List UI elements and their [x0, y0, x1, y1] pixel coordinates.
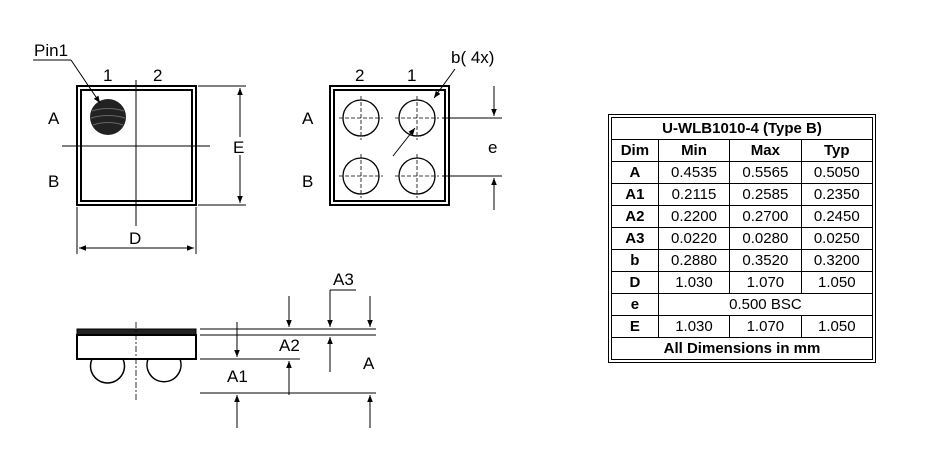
row-max: 1.070	[729, 315, 802, 338]
table-row: b 0.2880 0.3520 0.3200	[611, 249, 874, 272]
header-max: Max	[729, 139, 802, 162]
dim-pitch-label: e	[488, 138, 497, 157]
bottom-col-1-label: 1	[407, 66, 416, 85]
top-view: Pin1 1 2 A B E D	[33, 41, 248, 254]
side-view-ball-left	[89, 358, 126, 384]
top-col-2-label: 2	[153, 66, 162, 85]
header-min: Min	[657, 139, 731, 162]
row-typ: 0.0250	[800, 227, 874, 250]
row-min: 1.030	[657, 271, 731, 294]
pin1-label: Pin1	[34, 41, 68, 60]
row-typ: 1.050	[800, 315, 874, 338]
row-max: 0.2700	[729, 205, 802, 228]
side-view-ball-right	[146, 358, 182, 383]
row-dim: A3	[611, 227, 659, 250]
row-min: 0.2115	[657, 183, 731, 206]
table-header-row: Dim Min Max Typ	[611, 139, 874, 162]
bottom-row-b-label: B	[302, 172, 313, 191]
dim-a-label: A	[363, 354, 375, 373]
row-dim: b	[611, 249, 659, 272]
table-row: A2 0.2200 0.2700 0.2450	[611, 205, 874, 228]
row-dim: A1	[611, 183, 659, 206]
bottom-col-2-label: 2	[355, 66, 364, 85]
row-max: 0.5565	[729, 161, 802, 184]
row-pitch-value: 0.500 BSC	[657, 293, 874, 316]
dimension-table: U-WLB1010-4 (Type B) Dim Min Max Typ A 0…	[608, 114, 876, 363]
row-max: 1.070	[729, 271, 802, 294]
ball-b1	[395, 154, 439, 198]
table-title: U-WLB1010-4 (Type B)	[611, 117, 873, 140]
side-view-body	[76, 334, 197, 360]
table-row: A3 0.0220 0.0280 0.0250	[611, 227, 874, 250]
row-typ: 0.2450	[800, 205, 874, 228]
row-max: 0.0280	[729, 227, 802, 250]
row-max: 0.2585	[729, 183, 802, 206]
side-view: A1 A2 A3 A	[76, 270, 376, 428]
row-typ: 0.2350	[800, 183, 874, 206]
row-typ: 1.050	[800, 271, 874, 294]
dim-a2-label: A2	[279, 336, 300, 355]
row-dim: e	[611, 293, 659, 316]
ball-size-label: b( 4x)	[451, 48, 494, 67]
bottom-view-inner	[333, 89, 446, 202]
row-min: 0.2880	[657, 249, 731, 272]
top-row-b-label: B	[48, 172, 59, 191]
dim-d-label: D	[129, 229, 141, 248]
pin1-marker-icon	[90, 99, 126, 135]
table-row: A 0.4535 0.5565 0.5050	[611, 161, 874, 184]
dim-a3-label: A3	[333, 270, 354, 289]
row-dim: D	[611, 271, 659, 294]
table-row: E 1.030 1.070 1.050	[611, 315, 874, 338]
ball-b2	[339, 154, 383, 198]
table-row: A1 0.2115 0.2585 0.2350	[611, 183, 874, 206]
row-min: 1.030	[657, 315, 731, 338]
row-dim: A2	[611, 205, 659, 228]
bottom-view: b( 4x) 2 1 A B e	[302, 48, 502, 210]
header-dim: Dim	[611, 139, 659, 162]
bottom-view-outline	[329, 85, 450, 206]
table-row: D 1.030 1.070 1.050	[611, 271, 874, 294]
dim-e-label: E	[233, 138, 244, 157]
table-row-pitch: e 0.500 BSC	[611, 293, 874, 316]
row-typ: 0.3200	[800, 249, 874, 272]
row-dim: A	[611, 161, 659, 184]
ball-a2	[339, 96, 383, 140]
row-min: 0.2200	[657, 205, 731, 228]
table-footer: All Dimensions in mm	[611, 337, 873, 360]
header-typ: Typ	[800, 139, 874, 162]
row-typ: 0.5050	[800, 161, 874, 184]
dim-a1-label: A1	[227, 367, 248, 386]
row-dim: E	[611, 315, 659, 338]
top-col-1-label: 1	[103, 66, 112, 85]
row-min: 0.4535	[657, 161, 731, 184]
row-min: 0.0220	[657, 227, 731, 250]
row-max: 0.3520	[729, 249, 802, 272]
bottom-row-a-label: A	[302, 109, 314, 128]
top-row-a-label: A	[48, 109, 60, 128]
ball-a1	[395, 96, 439, 140]
